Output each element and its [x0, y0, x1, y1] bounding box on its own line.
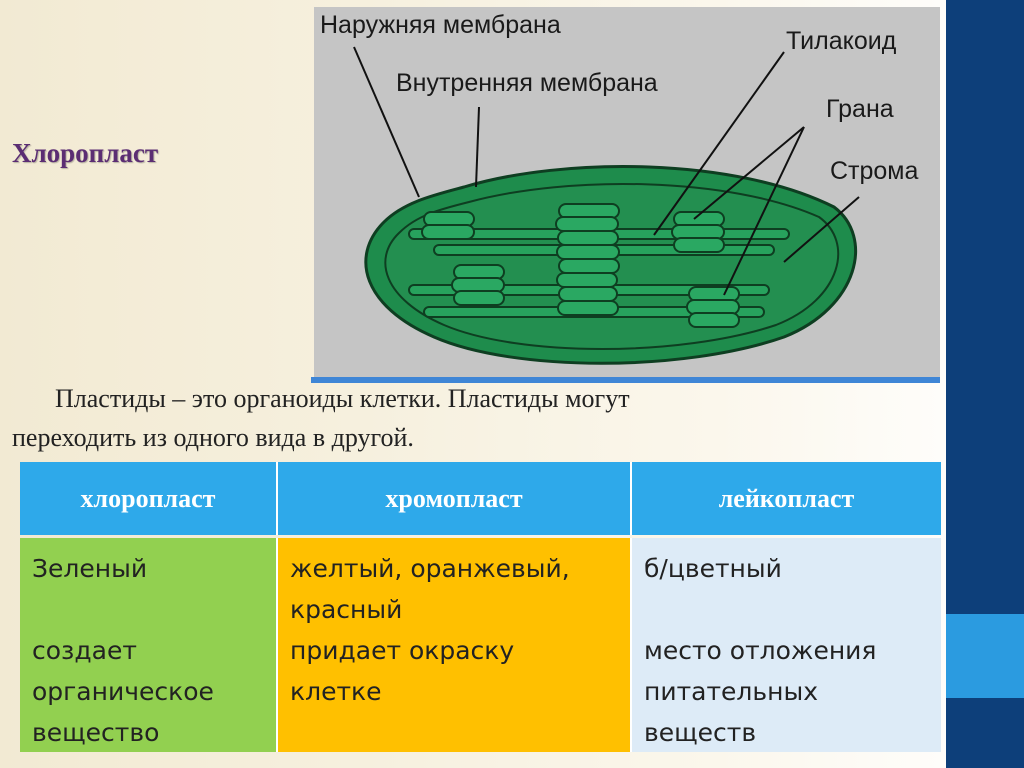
slide-title: Хлоропласт [12, 138, 159, 168]
table-header-chloroplast: хлоропласт [20, 462, 278, 535]
cell-line: органическое [32, 677, 214, 706]
cell-gap [644, 589, 929, 630]
cell-line: желтый, оранжевый, [290, 554, 570, 583]
chloroplast-diagram: Наружняя мембрана Внутренняя мембрана Ти… [314, 7, 940, 378]
cell-line: б/цветный [644, 554, 782, 583]
chloroplast-illustration [353, 46, 860, 365]
label-stroma: Строма [830, 157, 919, 185]
cell-line: питательных [644, 677, 819, 706]
paragraph-line-2: переходить из одного вида в другой. [12, 423, 414, 452]
table-cell-leucoplast: б/цветный место отложения питательных ве… [632, 538, 941, 752]
cell-line: создает [32, 636, 137, 665]
cell-gap [32, 589, 264, 630]
paragraph-line-1: Пластиды – это органоиды клетки. Пластид… [55, 384, 630, 413]
pointer-lines [353, 46, 860, 296]
cell-line: придает окраску [290, 636, 515, 665]
cell-line: веществ [644, 718, 757, 747]
cell-line: красный [290, 595, 403, 624]
side-accent-highlight [946, 614, 1024, 698]
label-thylakoid: Тилакоид [786, 27, 897, 55]
diagram-underline [311, 377, 940, 383]
plastid-table: хлоропласт хромопласт лейкопласт Зеленый… [20, 462, 941, 752]
cell-line: Зеленый [32, 554, 148, 583]
grana-stacks [421, 203, 740, 328]
table-cell-chloroplast: Зеленый создает органическое вещество [20, 538, 278, 752]
table-header-leucoplast: лейкопласт [632, 462, 941, 535]
cell-line: клетке [290, 677, 382, 706]
cell-line: место отложения [644, 636, 877, 665]
label-grana: Грана [826, 95, 894, 123]
label-inner-membrane: Внутренняя мембрана [396, 69, 658, 97]
label-outer-membrane: Наружняя мембрана [320, 11, 561, 39]
table-header-chromoplast: хромопласт [278, 462, 632, 535]
table-cell-chromoplast: желтый, оранжевый, красный придает окрас… [278, 538, 632, 752]
cell-line: вещество [32, 718, 160, 747]
